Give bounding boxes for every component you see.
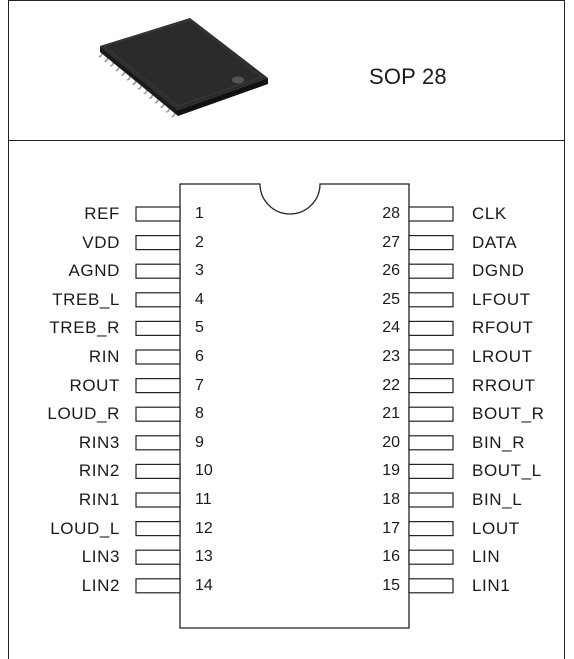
pin-26-number: 26 — [382, 262, 400, 280]
pin-7-number: 7 — [195, 376, 204, 394]
pin-1-lead — [135, 206, 181, 222]
pin-16-number: 16 — [382, 548, 400, 566]
pin-12-number: 12 — [195, 519, 213, 537]
pin-5-number: 5 — [195, 319, 204, 337]
pin-8-number: 8 — [195, 405, 204, 423]
pin-27-number: 27 — [382, 233, 400, 251]
pin-16-label: LIN — [472, 547, 501, 567]
pin-27-label: DATA — [472, 232, 518, 252]
pin-22-number: 22 — [382, 376, 400, 394]
pin-9-number: 9 — [195, 433, 204, 451]
pin-17-number: 17 — [382, 519, 400, 537]
pin-1-number: 1 — [195, 205, 204, 222]
pin-25-lead — [408, 292, 454, 308]
pin-11-label: RIN1 — [78, 490, 120, 509]
pin-14-label: LIN2 — [81, 575, 120, 595]
diagram-frame — [8, 0, 565, 659]
pin-13-lead — [135, 549, 181, 565]
pin-2-lead — [135, 235, 181, 251]
pin-15-label: LIN1 — [472, 575, 511, 595]
section-divider — [8, 140, 565, 141]
pin-15-number: 15 — [382, 576, 400, 594]
pin-17-lead — [408, 520, 454, 537]
package-title: SOP 28 — [369, 64, 447, 89]
pin-5-lead — [135, 320, 181, 336]
pin-19-lead — [408, 463, 454, 479]
pin-20-number: 20 — [382, 433, 400, 451]
pin-15-lead — [408, 578, 454, 594]
pin-18-lead — [408, 492, 454, 508]
pin-2-number: 2 — [195, 233, 204, 251]
pin-9-label: RIN3 — [78, 432, 120, 452]
ic-body — [179, 183, 410, 629]
pin-12-label: LOUD_L — [50, 518, 120, 538]
pin-8-lead — [135, 406, 181, 422]
pin-25-label: LFOUT — [472, 289, 531, 309]
pin-11-lead — [135, 492, 181, 508]
pin-24-label: RFOUT — [472, 318, 534, 338]
pin-4-number: 4 — [195, 290, 204, 308]
pin-14-number: 14 — [195, 576, 213, 594]
pin-19-number: 19 — [382, 462, 400, 480]
pin-25-number: 25 — [382, 290, 400, 308]
pin-1-label: REF — [84, 204, 120, 223]
pin-13-number: 13 — [195, 548, 213, 566]
pin-18-number: 18 — [382, 491, 400, 508]
pin-28-lead — [408, 206, 454, 222]
pin-21-number: 21 — [382, 405, 400, 423]
pin-16-lead — [408, 549, 454, 565]
pin-5-label: TREB_R — [49, 318, 120, 338]
pin-4-lead — [135, 292, 181, 308]
pin-9-lead — [135, 435, 181, 451]
pin-27-lead — [408, 235, 454, 251]
pin-19-label: BOUT_L — [472, 461, 542, 481]
pin-24-lead — [408, 320, 454, 336]
pin-10-label: RIN2 — [78, 461, 120, 481]
pin-3-lead — [135, 263, 181, 279]
pin-8-label: LOUD_R — [47, 404, 120, 424]
pin-20-label: BIN_R — [472, 432, 526, 452]
pin-13-label: LIN3 — [81, 547, 120, 567]
pin-24-number: 24 — [382, 319, 400, 337]
pin-10-number: 10 — [195, 462, 213, 480]
pin-22-label: RROUT — [472, 375, 536, 395]
pin-7-lead — [135, 378, 181, 394]
pin-6-lead — [135, 349, 181, 365]
pin-17-label: LOUT — [472, 518, 520, 538]
pin-2-label: VDD — [82, 232, 120, 252]
pin-28-label: CLK — [472, 204, 507, 223]
pin-4-label: TREB_L — [52, 289, 120, 309]
pin-10-lead — [135, 463, 181, 479]
pin-21-label: BOUT_R — [472, 404, 545, 424]
pin-23-label: LROUT — [472, 347, 533, 366]
pin-3-label: AGND — [68, 261, 120, 281]
pin-21-lead — [408, 406, 454, 422]
pin-11-number: 11 — [195, 491, 212, 508]
chip-package-image — [98, 18, 268, 118]
pin-6-number: 6 — [195, 348, 204, 365]
pin-23-number: 23 — [382, 348, 400, 365]
pin-22-lead — [408, 378, 454, 394]
pin-7-label: ROUT — [69, 375, 120, 395]
pin-18-label: BIN_L — [472, 490, 523, 509]
pin-23-lead — [408, 349, 454, 365]
pin-26-lead — [408, 263, 454, 279]
pin-6-label: RIN — [88, 347, 120, 366]
pin-26-label: DGND — [472, 261, 525, 281]
pin-3-number: 3 — [195, 262, 204, 280]
pin-28-number: 28 — [382, 205, 400, 222]
pin-20-lead — [408, 435, 454, 451]
pin-14-lead — [135, 578, 181, 594]
pin-12-lead — [135, 520, 181, 537]
